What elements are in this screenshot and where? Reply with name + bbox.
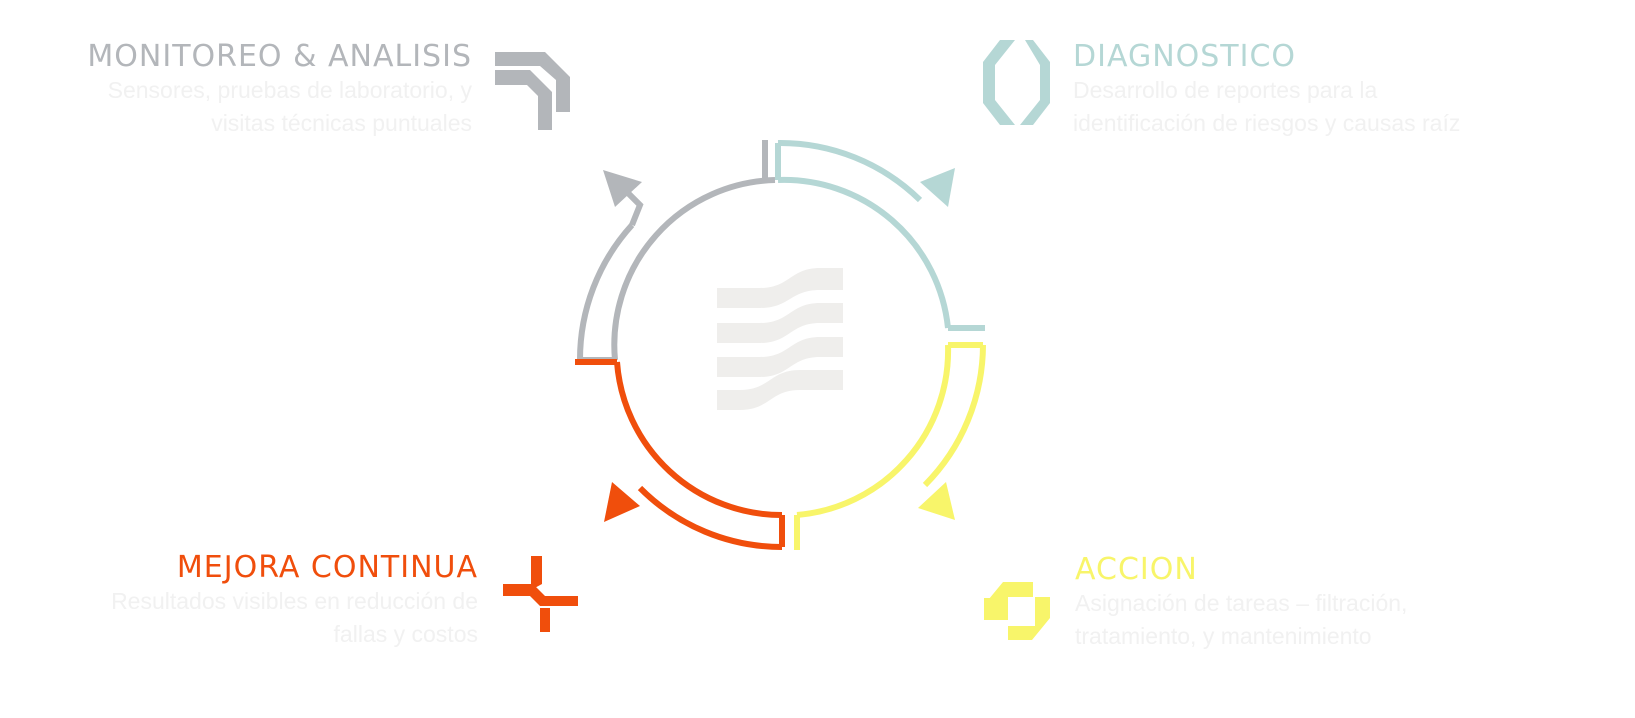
arrow-head-mejora: [604, 482, 640, 522]
stage-desc-line: Resultados visibles en reducción de: [111, 588, 478, 614]
arrow-head-diagnostico: [920, 168, 955, 207]
cycle-arc-accion: [794, 342, 986, 550]
stage-title: ACCION: [1075, 552, 1198, 587]
stage-title: MONITOREO & ANALISIS: [87, 39, 472, 74]
stage-diagnostico: DIAGNOSTICO Desarrollo de reportes para …: [1073, 40, 1460, 140]
octagon-frame-icon: [984, 582, 1050, 640]
stage-desc-line: identificación de riesgos y causas raíz: [1073, 110, 1461, 136]
stage-mejora: MEJORA CONTINUA Resultados visibles en r…: [111, 551, 478, 651]
center-logo-icon: [717, 268, 843, 410]
stage-desc-line: fallas y costos: [333, 621, 478, 647]
stage-monitoreo: MONITOREO & ANALISIS Sensores, pruebas d…: [87, 40, 472, 140]
stage-desc-line: Desarrollo de reportes para la: [1073, 77, 1378, 103]
stage-accion: ACCION Asignación de tareas – filtración…: [1075, 553, 1407, 653]
stage-desc-line: visitas técnicas puntuales: [211, 110, 472, 136]
arrow-head-accion: [918, 482, 955, 520]
stage-title: DIAGNOSTICO: [1073, 39, 1297, 74]
cycle-arc-diagnostico: [775, 139, 985, 331]
diamond-icon: [983, 40, 1050, 125]
stage-desc-line: Asignación de tareas – filtración,: [1075, 590, 1408, 616]
corner-arrow-icon: [495, 52, 570, 130]
cycle-arc-mejora: [575, 359, 785, 551]
stage-title: MEJORA CONTINUA: [176, 550, 478, 585]
stage-desc-line: Sensores, pruebas de laboratorio, y: [107, 77, 472, 103]
arrow-head-monitoreo: [603, 170, 642, 207]
stage-desc-line: tratamiento, y mantenimiento: [1075, 623, 1372, 649]
plus-icon: [503, 556, 578, 632]
